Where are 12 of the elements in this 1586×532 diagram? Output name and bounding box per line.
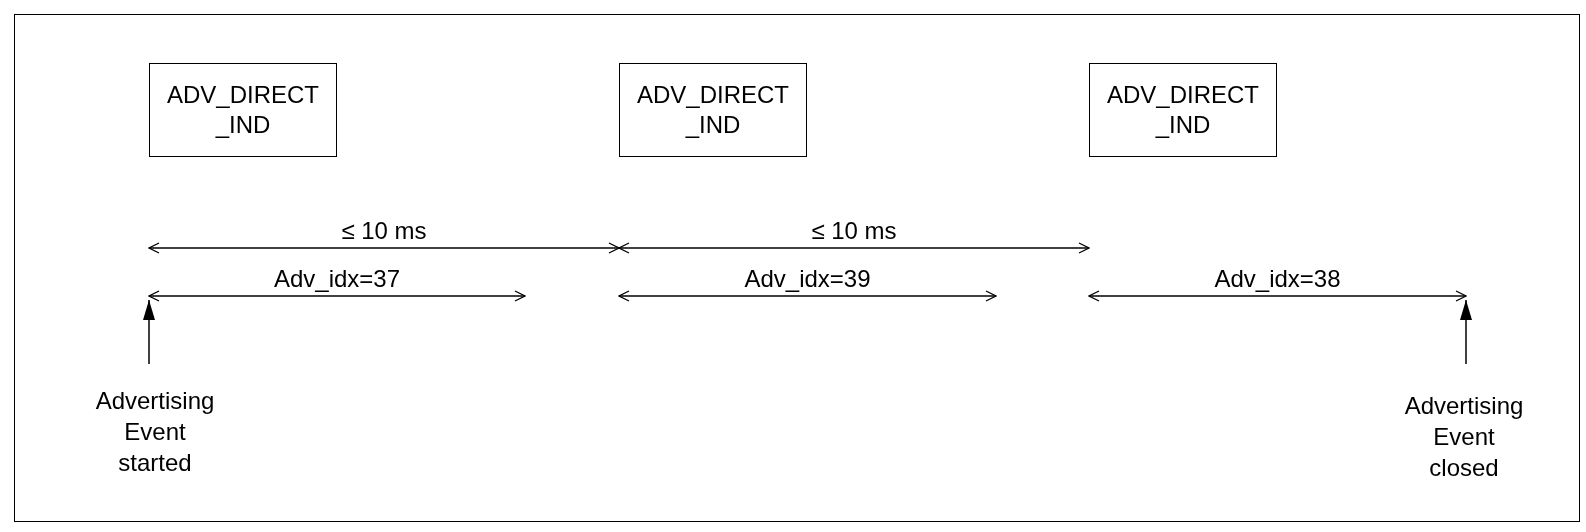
index-label: Adv_idx=37 (273, 264, 401, 294)
event-label: Advertising Event started (87, 385, 223, 478)
index-label: Adv_idx=39 (744, 264, 871, 294)
event-label: Advertising Event closed (1396, 390, 1532, 483)
packet-box: ADV_DIRECT _IND (619, 63, 807, 157)
duration-label: ≤ 10 ms (341, 216, 427, 246)
packet-box: ADV_DIRECT _IND (1089, 63, 1277, 157)
duration-label: ≤ 10 ms (811, 216, 897, 246)
index-label: Adv_idx=38 (1214, 264, 1341, 294)
packet-box: ADV_DIRECT _IND (149, 63, 337, 157)
arrow (1460, 299, 1472, 365)
arrow (143, 299, 155, 365)
